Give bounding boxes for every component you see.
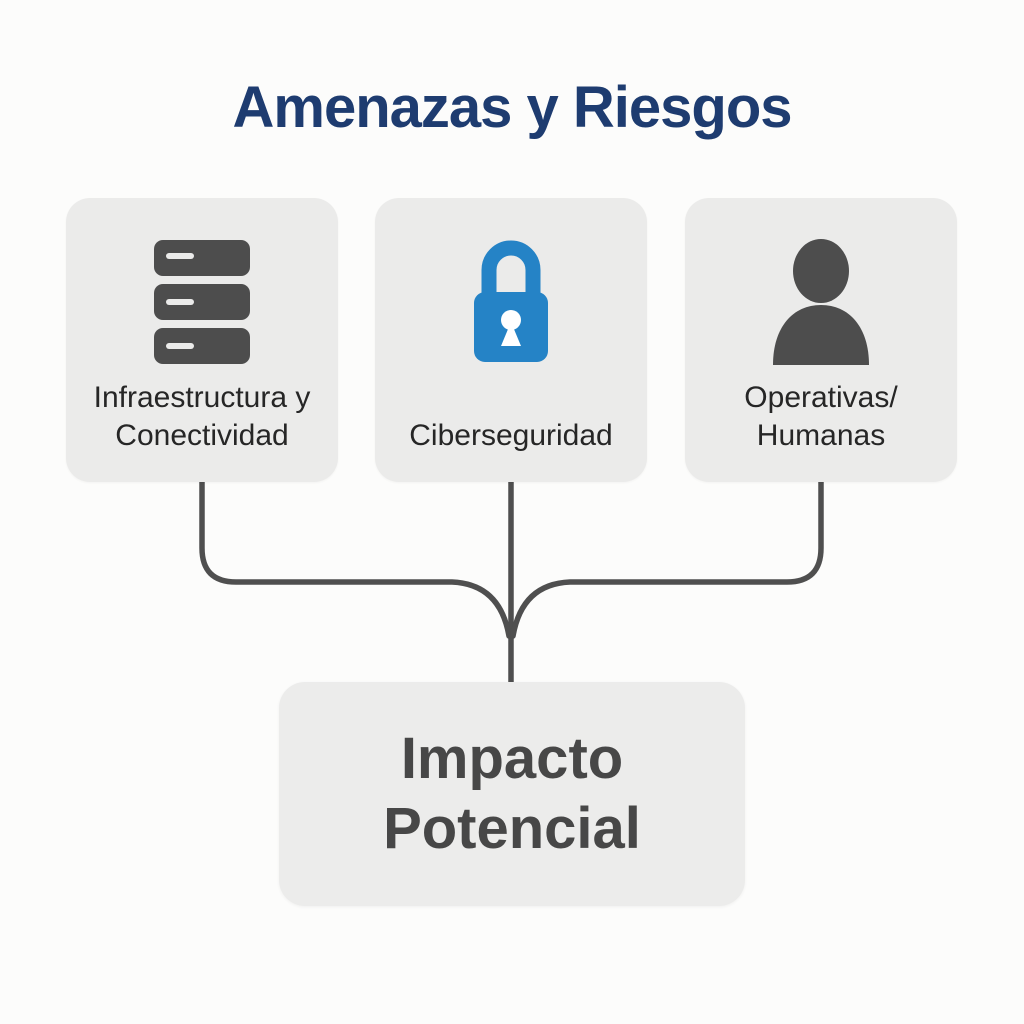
- card-operational-human: Operativas/ Humanas: [685, 198, 957, 482]
- connector-right: [510, 479, 824, 639]
- card-label-operational-human: Operativas/ Humanas: [744, 381, 898, 452]
- card-label-cybersecurity: Ciberseguridad: [409, 418, 613, 452]
- lock-icon: [460, 232, 562, 372]
- person-icon: [759, 232, 883, 372]
- card-cybersecurity: Ciberseguridad: [375, 198, 647, 482]
- server-icon: [144, 232, 260, 372]
- impact-label: Impacto Potencial: [383, 726, 641, 861]
- card-label-infrastructure: Infraestructura y Conectividad: [93, 381, 311, 452]
- connector-left: [199, 479, 512, 639]
- card-infrastructure: Infraestructura y Conectividad: [66, 198, 338, 482]
- impact-box: Impacto Potencial: [279, 682, 745, 906]
- diagram-title: Amenazas y Riesgos: [232, 75, 792, 140]
